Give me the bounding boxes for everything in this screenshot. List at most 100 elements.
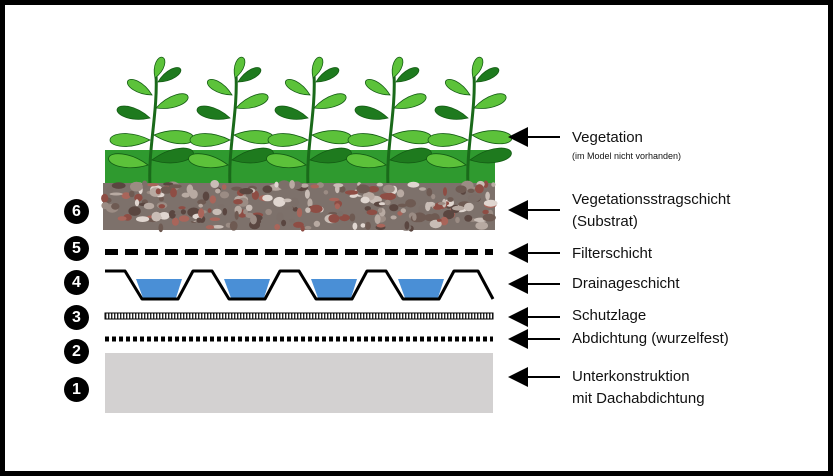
badge-6: 6 xyxy=(64,199,89,224)
badge-4: 4 xyxy=(64,270,89,295)
gravel-stone xyxy=(378,202,386,206)
gravel-stone xyxy=(339,186,346,193)
gravel-stone xyxy=(262,194,273,202)
gravel-stone xyxy=(396,189,405,198)
gravel-stone xyxy=(335,184,340,194)
gravel-stone xyxy=(468,195,480,203)
gravel-stone xyxy=(367,186,379,193)
leaf xyxy=(471,56,484,79)
leaf xyxy=(311,56,324,79)
gravel-stone xyxy=(390,215,397,220)
gravel-stone xyxy=(482,209,489,215)
gravel-stone xyxy=(483,199,498,207)
gravel-stone xyxy=(329,197,340,202)
gravel-stone xyxy=(334,203,340,210)
gravel-stone xyxy=(296,207,303,218)
leaf xyxy=(267,133,309,147)
gravel-stone xyxy=(265,208,272,216)
arrows xyxy=(508,127,560,387)
gravel-stone xyxy=(464,214,473,222)
badge-5: 5 xyxy=(64,236,89,261)
gravel-stone xyxy=(121,192,131,200)
gravel-stone xyxy=(352,222,358,230)
leaf xyxy=(309,147,352,164)
gravel-stone xyxy=(412,213,417,221)
gravel-stone xyxy=(377,208,383,213)
gravel-stone xyxy=(155,188,161,195)
leaf xyxy=(395,67,420,83)
gravel-stone xyxy=(364,206,371,211)
gravel-stone xyxy=(310,184,320,189)
gravel-stone xyxy=(309,204,323,213)
gravel-stone xyxy=(356,184,370,194)
gravel-stone xyxy=(281,219,287,227)
gravel-stone xyxy=(197,199,207,205)
gravel-stone xyxy=(233,199,243,205)
leaf xyxy=(188,153,229,169)
gravel-stone xyxy=(349,213,356,222)
gravel-stone xyxy=(400,208,406,214)
label-filter: Filterschicht xyxy=(572,245,653,262)
gravel-stone xyxy=(412,212,427,223)
leaf xyxy=(196,105,231,120)
leaf xyxy=(315,67,340,83)
gravel-stone xyxy=(289,180,295,189)
gravel-stone xyxy=(198,203,203,208)
gravel-stone xyxy=(168,184,182,189)
label-drainage: Drainageschicht xyxy=(572,275,680,292)
gravel-stone xyxy=(198,208,205,219)
gravel-stone xyxy=(475,184,484,194)
gravel-stone xyxy=(205,225,215,230)
gravel-stone xyxy=(429,219,442,229)
gravel-stone xyxy=(181,192,190,198)
gravel-stone xyxy=(239,188,254,195)
gravel-stone xyxy=(379,193,394,200)
gravel-stone xyxy=(360,223,366,228)
gravel-stone xyxy=(168,210,176,219)
gravel-stone xyxy=(475,221,489,230)
gravel-stone xyxy=(117,216,127,221)
gravel-stone xyxy=(374,214,381,225)
gravel-stone xyxy=(404,221,410,230)
gravel-stone xyxy=(337,211,344,217)
gravel-stone xyxy=(106,186,114,194)
leaf xyxy=(469,147,512,164)
gravel-stone xyxy=(431,193,436,200)
gravel-stone xyxy=(483,180,489,188)
gravel-stone xyxy=(209,217,221,221)
leaf xyxy=(391,56,404,79)
gravel-stone xyxy=(186,184,194,195)
leaf xyxy=(389,147,432,164)
leaf xyxy=(231,147,274,164)
leaf xyxy=(151,147,194,164)
label-substructure-sub: mit Dachabdichtung xyxy=(572,390,705,407)
gravel-stone xyxy=(433,205,443,210)
leaf xyxy=(206,78,233,96)
gravel-stone xyxy=(158,204,166,209)
gravel-stone xyxy=(209,195,216,204)
plant-stem xyxy=(386,74,396,186)
gravel-stone xyxy=(419,187,426,191)
gravel-stone xyxy=(212,225,224,229)
gravel-stone xyxy=(418,205,426,214)
gravel-stone xyxy=(447,197,454,202)
gravel-stone xyxy=(174,211,182,216)
plant-stem xyxy=(466,74,476,186)
gravel-stone xyxy=(328,214,340,223)
leaf xyxy=(444,78,471,96)
gravel-stone xyxy=(274,224,281,230)
leaf xyxy=(427,133,469,147)
leaf xyxy=(346,153,387,169)
label-vegetation: Vegetation xyxy=(572,129,643,146)
gravel-stone xyxy=(467,188,475,193)
leaf xyxy=(153,56,166,79)
gravel-stone xyxy=(366,209,378,216)
leaf xyxy=(189,133,231,147)
leaf xyxy=(284,78,311,96)
gravel-stone xyxy=(160,186,173,194)
label-protection: Schutzlage xyxy=(572,307,647,324)
leaf xyxy=(475,67,500,83)
gravel-stone xyxy=(277,180,291,190)
gravel-stone xyxy=(171,217,179,226)
gravel-stone xyxy=(274,181,279,188)
